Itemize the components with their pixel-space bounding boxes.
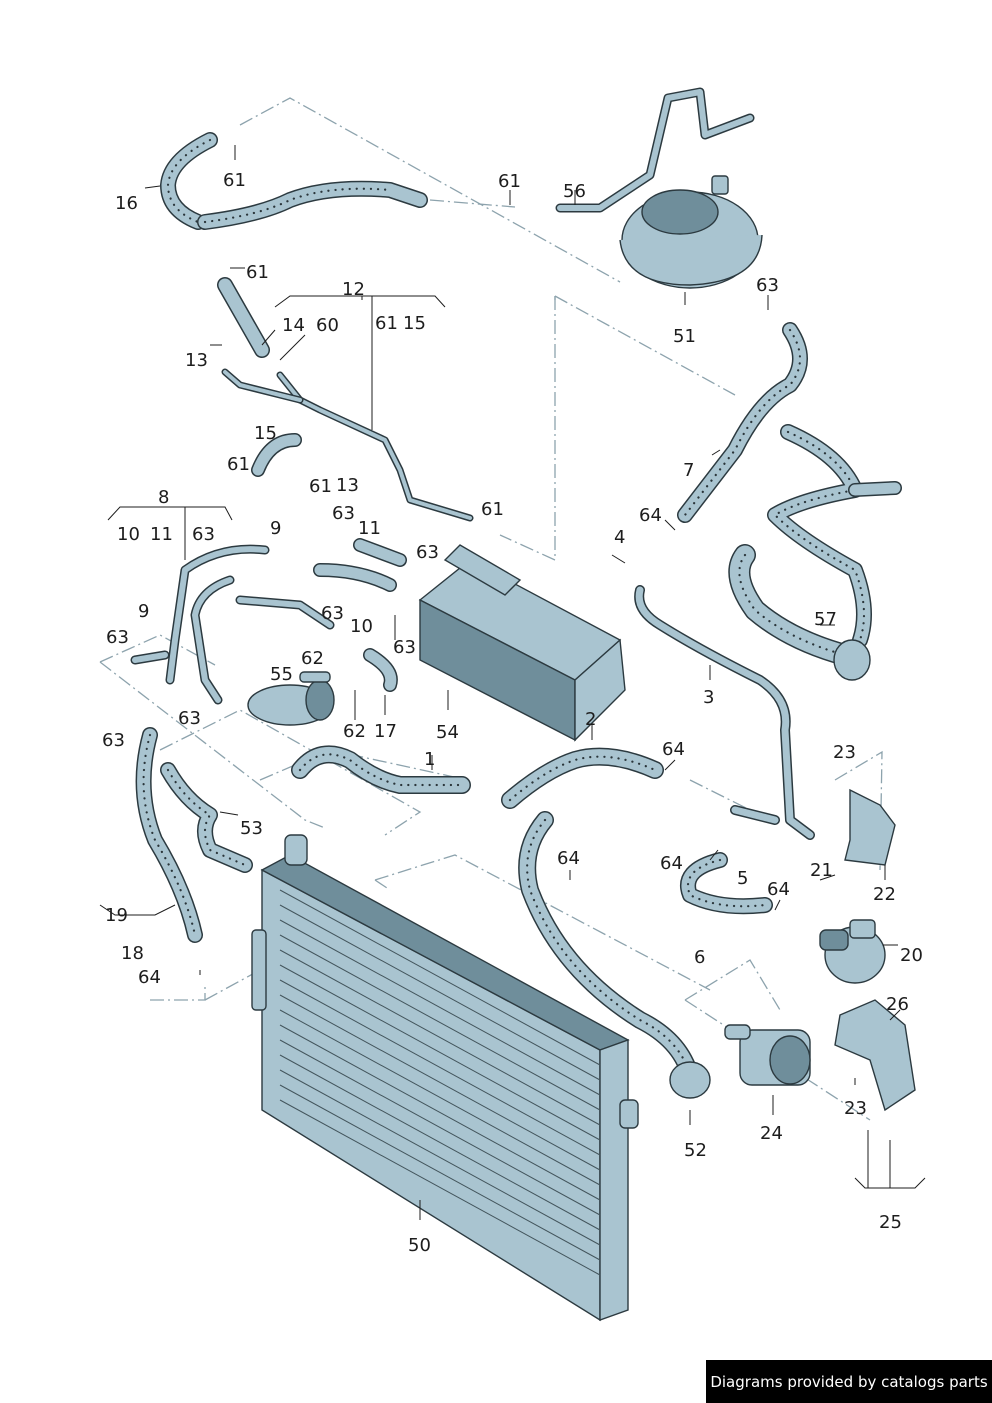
label-51: 51 [673, 326, 696, 347]
label-10a: 10 [117, 524, 140, 545]
pipes [130, 368, 474, 705]
water-pump-24 [724, 1024, 811, 1086]
label-12: 12 [342, 279, 365, 300]
label-21: 21 [810, 860, 833, 881]
label-16: 16 [115, 193, 138, 214]
label-4: 4 [614, 527, 625, 548]
label-6: 6 [694, 947, 705, 968]
label-1: 1 [424, 749, 435, 770]
label-15b: 15 [254, 423, 277, 444]
label-61a: 61 [223, 170, 246, 191]
label-10b: 10 [350, 616, 373, 637]
label-20: 20 [900, 945, 923, 966]
label-11b: 11 [358, 518, 381, 539]
label-62b: 62 [343, 721, 366, 742]
label-63a: 63 [756, 275, 779, 296]
leader-lines [99, 145, 926, 1220]
label-9b: 9 [138, 601, 149, 622]
label-26: 26 [886, 994, 909, 1015]
label-61c: 61 [246, 262, 269, 283]
label-61g: 61 [481, 499, 504, 520]
expansion-tank [619, 175, 763, 289]
label-25: 25 [879, 1212, 902, 1233]
label-50: 50 [408, 1235, 431, 1256]
label-64e: 64 [767, 879, 790, 900]
water-pump-20 [819, 919, 886, 984]
label-63d: 63 [416, 542, 439, 563]
label-63h: 63 [178, 708, 201, 729]
label-24: 24 [760, 1123, 783, 1144]
label-63i: 63 [102, 730, 125, 751]
label-64d: 64 [660, 853, 683, 874]
label-19: 19 [105, 905, 128, 926]
label-64b: 64 [662, 739, 685, 760]
valve [247, 671, 335, 726]
callout-labels: 1 2 3 4 5 6 7 8 9 9 10 10 11 11 12 13 13… [102, 170, 923, 1256]
label-53: 53 [240, 818, 263, 839]
label-61e: 61 [227, 454, 250, 475]
label-15a: 15 [403, 313, 426, 334]
label-64f: 64 [138, 967, 161, 988]
label-18: 18 [121, 943, 144, 964]
label-17: 17 [374, 721, 397, 742]
label-61f: 61 [309, 476, 332, 497]
label-23a: 23 [833, 742, 856, 763]
label-52: 52 [684, 1140, 707, 1161]
label-23b: 23 [844, 1098, 867, 1119]
label-13b: 13 [336, 475, 359, 496]
label-56: 56 [563, 181, 586, 202]
label-54: 54 [436, 722, 459, 743]
label-63g: 63 [393, 637, 416, 658]
label-3: 3 [703, 687, 714, 708]
label-63e: 63 [321, 603, 344, 624]
label-63f: 63 [106, 627, 129, 648]
label-61d: 61 [375, 313, 398, 334]
label-63b: 63 [192, 524, 215, 545]
label-64c: 64 [557, 848, 580, 869]
label-5: 5 [737, 868, 748, 889]
label-14: 14 [282, 315, 305, 336]
label-11a: 11 [150, 524, 173, 545]
label-7: 7 [683, 460, 694, 481]
label-62a: 62 [301, 648, 324, 669]
label-2: 2 [585, 709, 596, 730]
label-57: 57 [814, 609, 837, 630]
label-63c: 63 [332, 503, 355, 524]
label-9a: 9 [270, 518, 281, 539]
label-13a: 13 [185, 350, 208, 371]
label-61b: 61 [498, 171, 521, 192]
label-22: 22 [873, 884, 896, 905]
label-60: 60 [316, 315, 339, 336]
label-64a: 64 [639, 505, 662, 526]
credit-text: Diagrams provided by catalogs parts [710, 1372, 988, 1391]
label-8: 8 [158, 487, 169, 508]
label-55: 55 [270, 664, 293, 685]
control-module [418, 544, 626, 742]
hoses [135, 132, 902, 1099]
radiator [251, 834, 639, 1322]
credit-banner: Diagrams provided by catalogs parts [706, 1360, 992, 1403]
